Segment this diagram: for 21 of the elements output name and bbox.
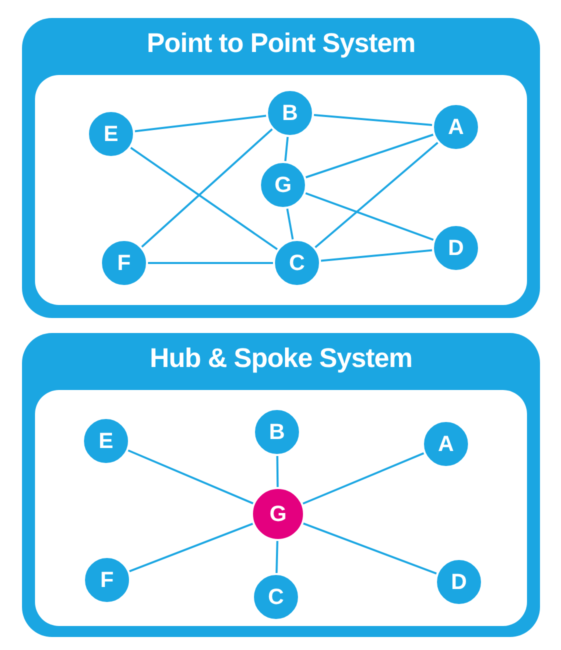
connector-line [141,128,273,248]
connector-line [130,146,278,250]
panel [22,18,540,318]
connector-line [314,114,432,126]
panel-title: Hub & Spoke System [148,343,414,374]
connector-line [276,540,278,574]
connector-line [320,249,432,262]
connector-line [134,114,266,132]
panel-title: Point to Point System [146,28,416,59]
connector-line [286,208,294,240]
connector-line [305,134,434,178]
connector-line [302,522,437,574]
panel [22,333,540,637]
connector-line [302,452,424,505]
connector-line [128,449,254,504]
connector-line [276,456,279,488]
connector-line [148,262,273,264]
connector-line [314,142,438,248]
connector-line [284,136,289,162]
connector-line [129,522,254,572]
connector-line [305,192,434,241]
